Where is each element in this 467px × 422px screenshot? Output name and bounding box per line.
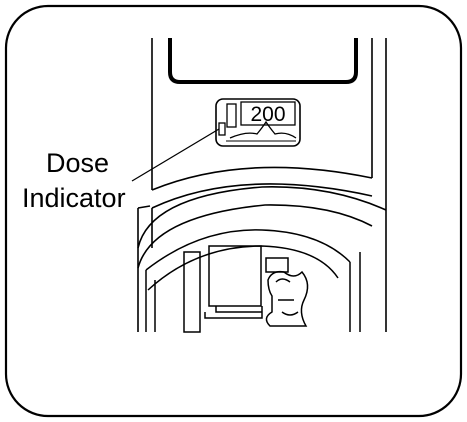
dose-counter-window	[215, 98, 301, 147]
inhaler-body	[137, 38, 387, 332]
inhaler-inner-mechanism	[145, 229, 361, 333]
dose-counter: 200	[215, 98, 301, 147]
dose-counter-value: 200	[250, 103, 285, 126]
diagram-frame	[4, 4, 463, 418]
callout-leader-line	[131, 128, 220, 182]
cap-opening	[168, 38, 358, 84]
dose-counter-pointer	[229, 120, 297, 139]
inhaler-base-arcs	[137, 166, 387, 269]
dose-indicator-label: Dose Indicator	[22, 148, 126, 213]
dose-indicator-label-line2: Indicator	[22, 183, 126, 213]
dose-counter-small-box-top	[226, 103, 237, 128]
dose-indicator-label-line1: Dose	[46, 148, 109, 178]
